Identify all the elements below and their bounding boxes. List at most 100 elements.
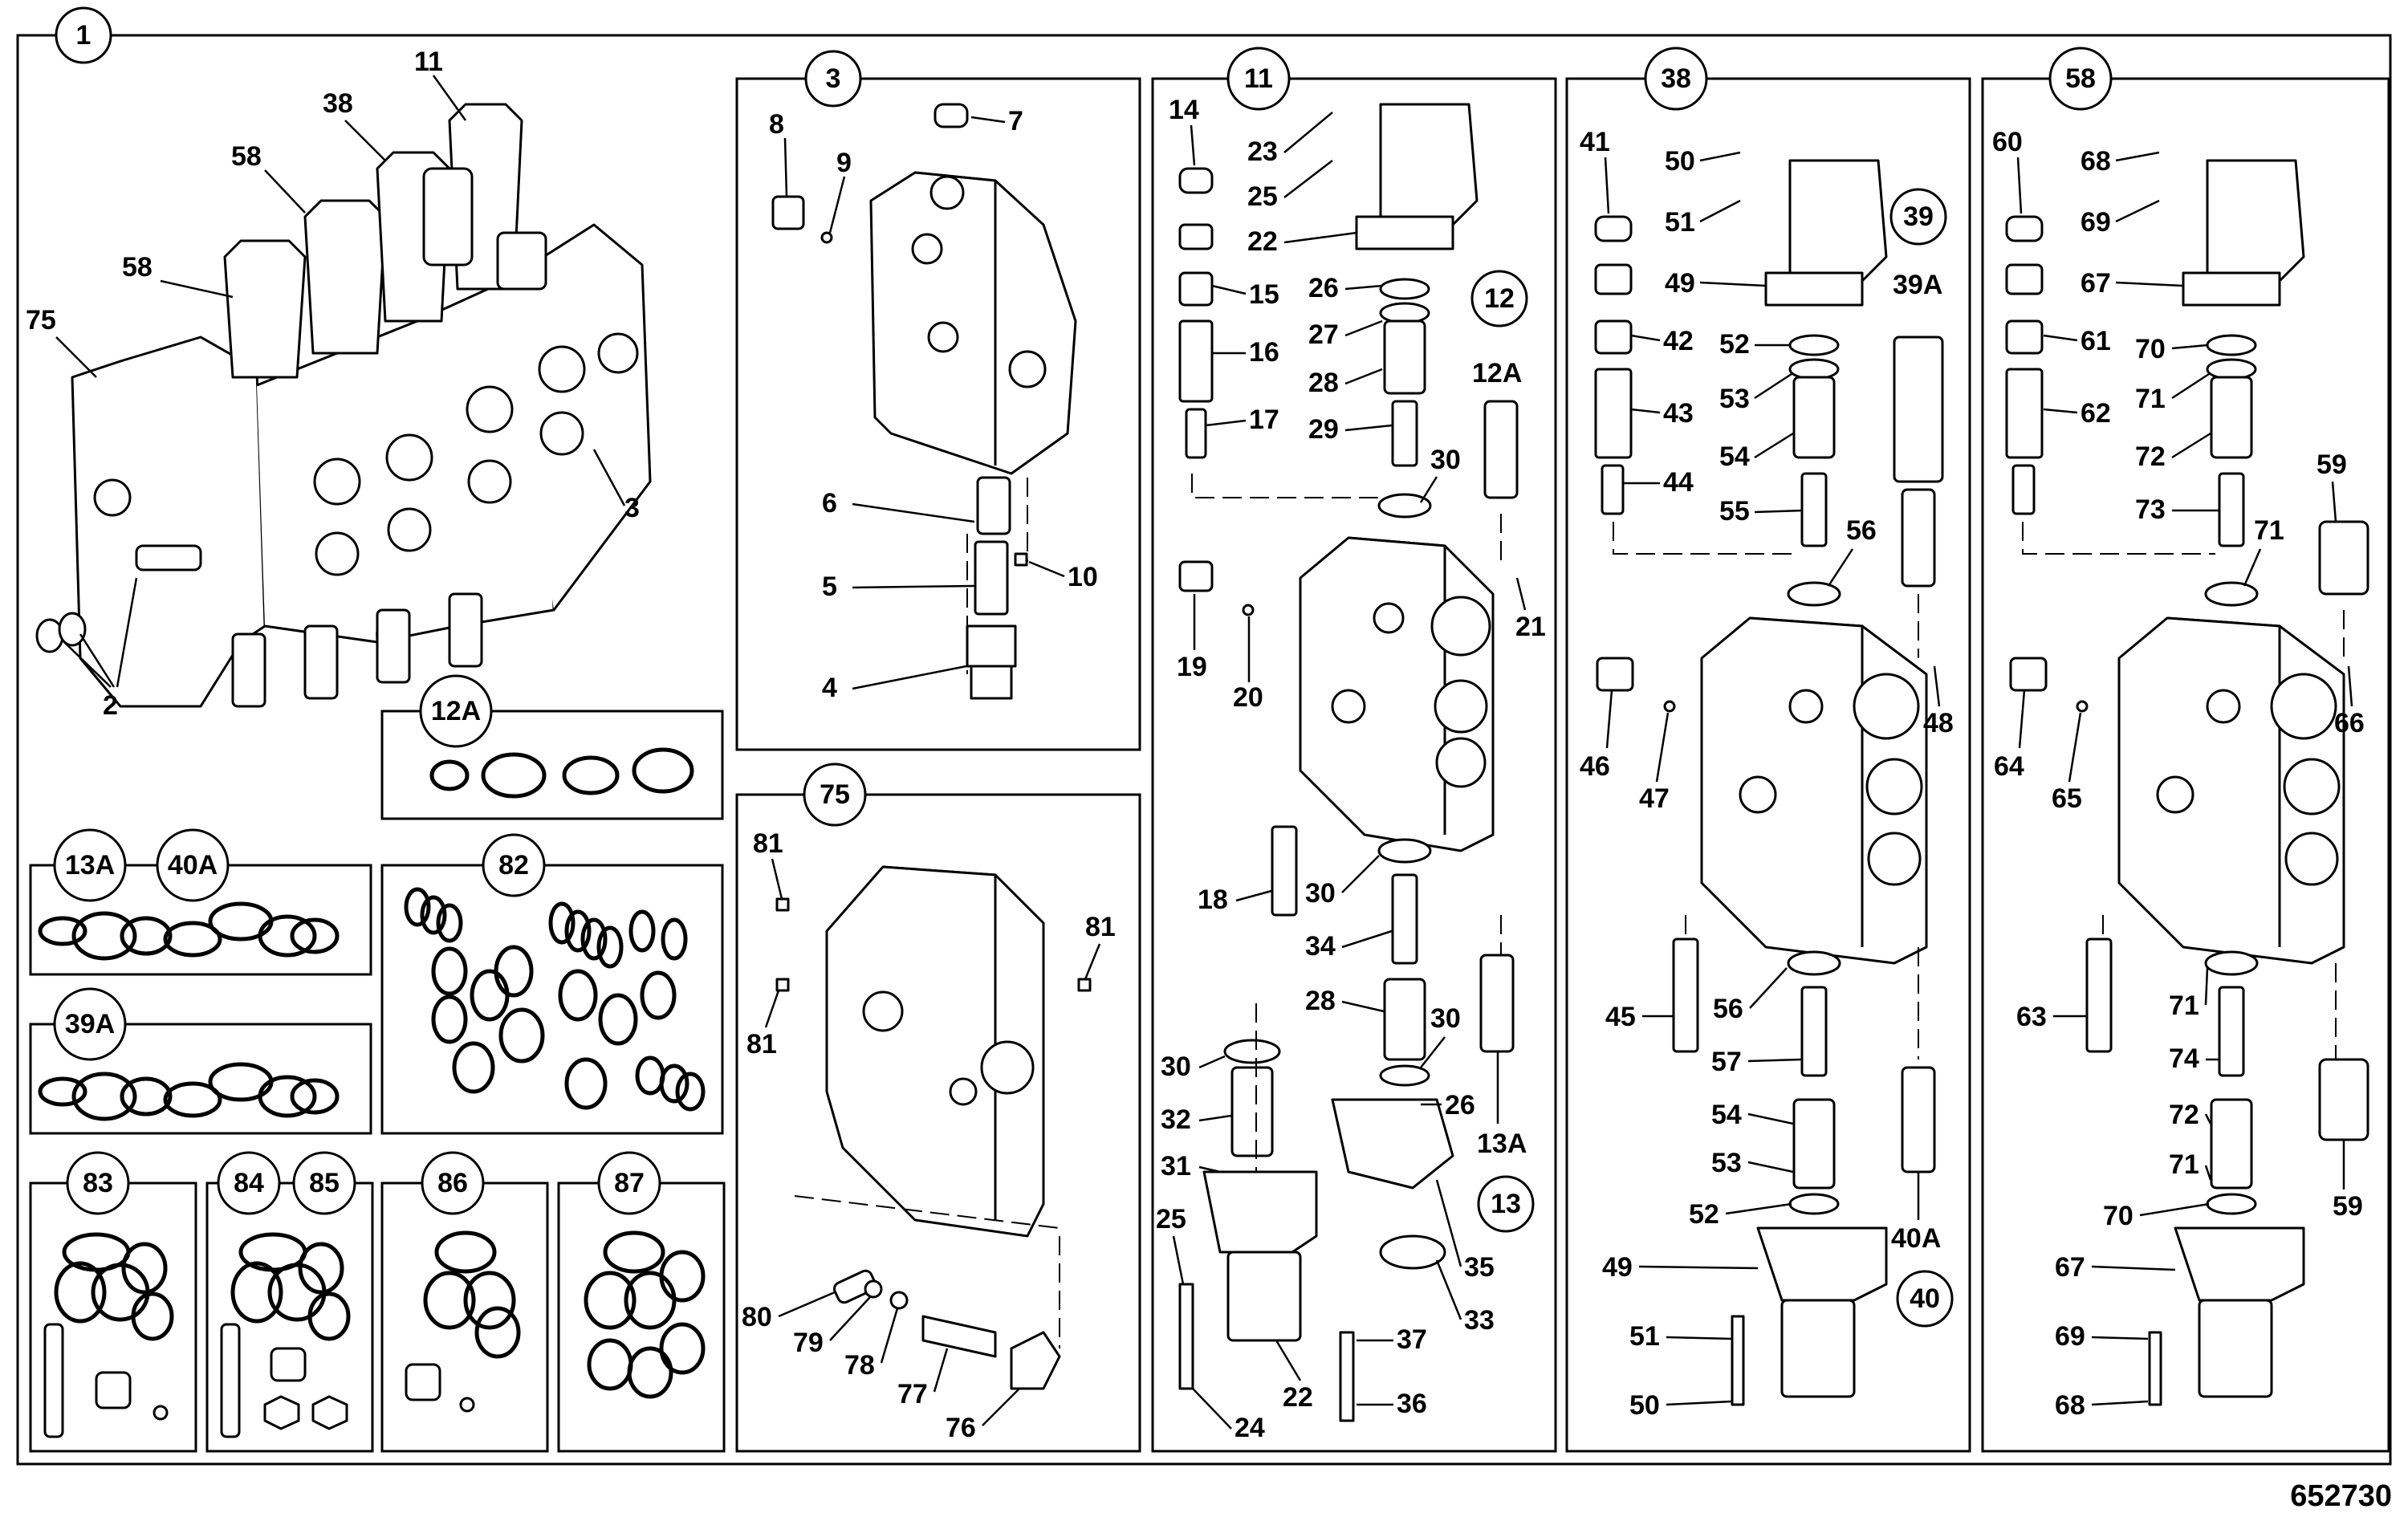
svg-text:30: 30 <box>1305 878 1336 909</box>
svg-text:44: 44 <box>1663 467 1694 498</box>
panel-84-frame <box>205 1181 374 1453</box>
svg-text:80: 80 <box>742 1302 772 1332</box>
svg-text:68: 68 <box>2081 146 2111 177</box>
circled-12: 12 <box>1470 270 1528 327</box>
svg-text:47: 47 <box>1639 783 1670 814</box>
badge-87: 87 <box>597 1151 661 1215</box>
svg-text:71: 71 <box>2135 384 2166 414</box>
svg-text:11: 11 <box>414 47 443 77</box>
svg-text:49: 49 <box>1665 268 1695 299</box>
svg-text:19: 19 <box>1177 652 1207 682</box>
svg-text:28: 28 <box>1305 986 1336 1016</box>
badge-38: 38 <box>1644 47 1708 111</box>
svg-text:85: 85 <box>309 1168 340 1198</box>
svg-text:87: 87 <box>614 1168 645 1198</box>
svg-text:57: 57 <box>1711 1047 1742 1077</box>
svg-text:74: 74 <box>2169 1043 2199 1074</box>
svg-text:46: 46 <box>1580 751 1610 782</box>
svg-text:3: 3 <box>624 493 640 523</box>
panel-11-drawing <box>1178 103 1519 1422</box>
circled-40: 40 <box>1896 1270 1954 1328</box>
svg-text:48: 48 <box>1923 708 1954 738</box>
panel-3-frame <box>735 77 1141 751</box>
svg-text:30: 30 <box>1430 445 1461 475</box>
svg-text:12: 12 <box>1484 283 1515 314</box>
svg-text:37: 37 <box>1397 1324 1427 1355</box>
svg-text:50: 50 <box>1629 1390 1660 1421</box>
seal-kit-86 <box>405 1230 521 1413</box>
svg-text:23: 23 <box>1247 136 1278 167</box>
badge-40A: 40A <box>156 828 230 902</box>
outer-frame <box>16 34 2392 1466</box>
svg-text:31: 31 <box>1161 1151 1191 1181</box>
svg-text:33: 33 <box>1464 1305 1495 1336</box>
svg-text:12A: 12A <box>1472 358 1522 388</box>
svg-text:52: 52 <box>1719 329 1750 360</box>
svg-text:77: 77 <box>897 1379 928 1409</box>
svg-text:69: 69 <box>2081 207 2111 238</box>
svg-text:81: 81 <box>1085 912 1116 942</box>
svg-text:13A: 13A <box>65 850 115 881</box>
svg-text:8: 8 <box>769 109 784 140</box>
svg-text:67: 67 <box>2055 1252 2085 1283</box>
badge-83: 83 <box>66 1151 130 1215</box>
svg-text:81: 81 <box>746 1029 777 1059</box>
panel-58-drawing <box>2005 159 2369 1406</box>
svg-text:72: 72 <box>2169 1100 2199 1130</box>
seal-kit-12A <box>429 747 694 799</box>
circled-13: 13 <box>1477 1175 1535 1233</box>
seal-kit-82 <box>404 887 706 1112</box>
svg-text:71: 71 <box>2254 515 2284 546</box>
panel-82-frame <box>380 864 724 1135</box>
svg-text:3: 3 <box>826 63 841 94</box>
svg-text:13: 13 <box>1491 1189 1521 1219</box>
badge-84: 84 <box>217 1151 281 1215</box>
panel-75-drawing <box>775 865 1092 1390</box>
svg-text:68: 68 <box>2055 1390 2085 1421</box>
svg-text:4: 4 <box>822 673 837 703</box>
callouts-panel-38: 41 50 51 49 42 43 44 52 53 54 55 56 39A … <box>1580 127 1954 1421</box>
svg-text:61: 61 <box>2081 326 2111 356</box>
badge-1: 1 <box>55 6 112 64</box>
svg-text:59: 59 <box>2316 449 2347 480</box>
svg-text:50: 50 <box>1665 146 1695 177</box>
svg-text:41: 41 <box>1580 127 1610 157</box>
callouts-panel-75: 81 81 81 80 79 78 77 76 <box>742 828 1116 1443</box>
svg-text:66: 66 <box>2334 708 2365 738</box>
svg-text:24: 24 <box>1235 1413 1265 1443</box>
badge-12A: 12A <box>419 674 493 748</box>
svg-text:45: 45 <box>1605 1002 1636 1032</box>
valve-assembly-drawing <box>35 103 652 708</box>
svg-text:39A: 39A <box>65 1009 115 1039</box>
svg-text:34: 34 <box>1305 931 1336 962</box>
panel-12A-frame <box>380 710 724 820</box>
svg-text:78: 78 <box>844 1350 875 1381</box>
svg-text:58: 58 <box>2065 63 2096 94</box>
svg-text:73: 73 <box>2135 494 2166 525</box>
svg-text:75: 75 <box>26 305 56 336</box>
svg-text:36: 36 <box>1397 1389 1427 1419</box>
svg-text:53: 53 <box>1719 384 1750 414</box>
panel-11-frame <box>1151 77 1557 1453</box>
svg-text:43: 43 <box>1663 398 1694 429</box>
svg-text:22: 22 <box>1283 1382 1313 1413</box>
svg-text:22: 22 <box>1247 226 1278 257</box>
svg-text:62: 62 <box>2081 398 2111 429</box>
svg-text:49: 49 <box>1602 1252 1633 1283</box>
panel-38-frame <box>1565 77 1971 1453</box>
badge-85: 85 <box>292 1151 356 1215</box>
svg-text:13A: 13A <box>1477 1129 1527 1159</box>
svg-text:69: 69 <box>2055 1321 2085 1352</box>
badge-39A: 39A <box>53 987 127 1061</box>
svg-text:52: 52 <box>1689 1199 1719 1230</box>
panel-3-drawing <box>771 103 1077 700</box>
panel-38-drawing <box>1594 159 1944 1406</box>
svg-text:16: 16 <box>1249 337 1279 368</box>
svg-text:21: 21 <box>1515 612 1546 642</box>
svg-text:81: 81 <box>753 828 783 859</box>
badge-75: 75 <box>803 763 867 827</box>
svg-text:38: 38 <box>323 88 353 119</box>
svg-text:7: 7 <box>1008 106 1023 136</box>
svg-text:86: 86 <box>437 1168 468 1198</box>
